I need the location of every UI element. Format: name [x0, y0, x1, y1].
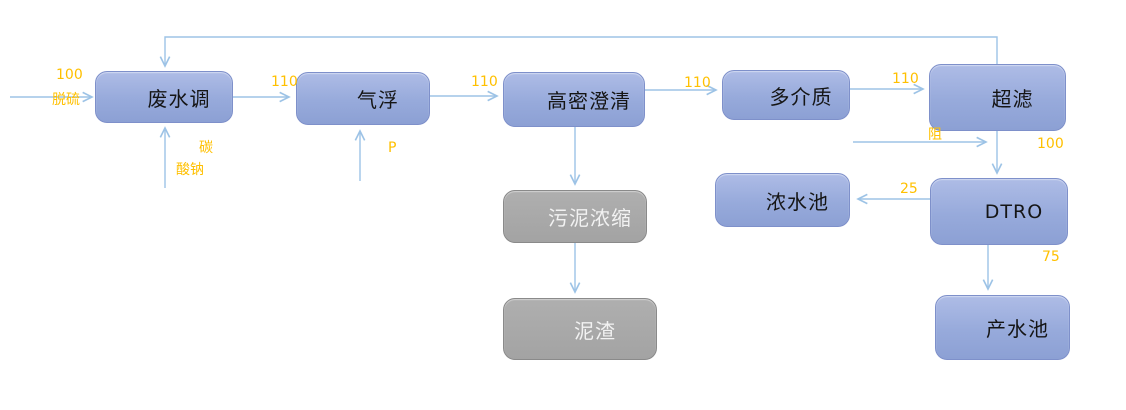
node-ultrafiltration: 超滤 [929, 64, 1066, 131]
flow-label-soda-line1: 碳 [199, 140, 213, 156]
node-label: 多介质 [769, 84, 833, 109]
node-label: 超滤 [991, 87, 1034, 111]
node-concentrate-pool: 浓水池 [715, 173, 850, 227]
flow-label-flotation-to-clarifier: 110 [471, 74, 498, 90]
flow-label-media-to-uf: 110 [892, 71, 919, 87]
node-label: 污泥浓缩 [548, 206, 632, 230]
node-product-water-pool: 产水池 [935, 295, 1070, 360]
node-sludge-residue: 泥渣 [503, 298, 657, 360]
edge-uf-recycle-to-wastewater [159, 36, 998, 68]
node-high-density-clarifier: 高密澄清 [503, 72, 645, 127]
flow-label-influent-name: 脱硫 [52, 92, 80, 108]
node-label: 产水池 [986, 317, 1049, 341]
node-label: 高密澄清 [547, 89, 631, 113]
node-dtro: DTRO [930, 178, 1068, 245]
node-sludge-thickening: 污泥浓缩 [503, 190, 647, 243]
node-label: 浓水池 [766, 189, 829, 214]
node-label: DTRO [984, 200, 1044, 223]
flow-label-dosing-p: P [388, 140, 397, 156]
flow-label-uf-to-dtro: 100 [1037, 136, 1064, 152]
flow-label-soda-line2: 酸钠 [176, 162, 204, 178]
node-multi-media-filter: 多介质 [722, 70, 850, 120]
flow-label-dtro-to-concentrate: 25 [900, 181, 918, 197]
flow-label-dtro-to-product: 75 [1042, 249, 1060, 265]
node-air-flotation: 气浮 [296, 72, 430, 125]
flow-label-influent-flow: 100 [56, 67, 83, 83]
node-label: 气浮 [357, 88, 399, 112]
node-label: 废水调 [147, 86, 211, 111]
flow-label-clarifier-to-media: 110 [684, 75, 711, 91]
flow-label-ww-to-flotation: 110 [271, 74, 298, 90]
node-label: 泥渣 [574, 318, 616, 343]
node-wastewater-adjust: 废水调 [95, 71, 233, 123]
flow-label-antiscalant: 阻 [928, 127, 942, 143]
